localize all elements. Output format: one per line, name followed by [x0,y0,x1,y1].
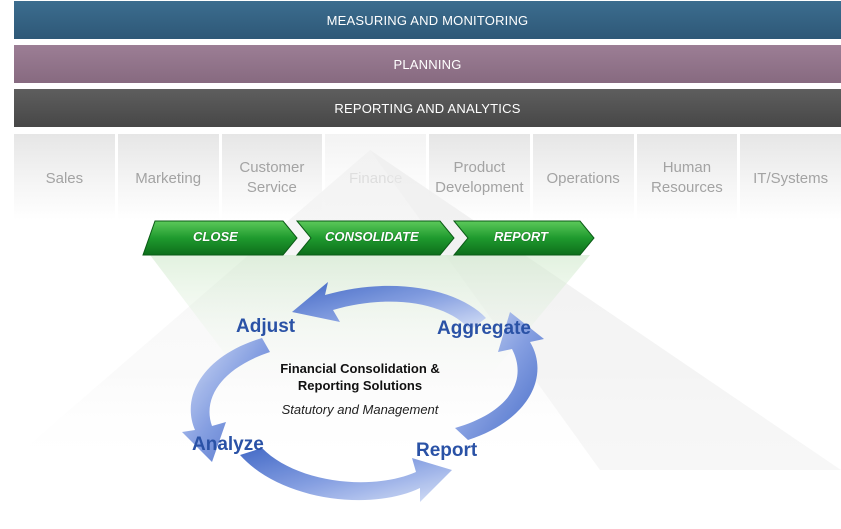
process-chevrons [142,220,595,256]
cycle-aggregate-label: Aggregate [437,318,531,339]
center-subtitle: Statutory and Management [281,402,439,417]
process-beam [150,255,590,400]
department-operations: Operations [532,134,634,220]
cycle-arrows [182,282,544,502]
arrow-bottom-icon [240,448,452,502]
cycle-report-label: Report [416,440,478,461]
department-product-development: Product Development [429,134,530,220]
center-title: Financial Consolidation & Reporting Solu… [280,361,440,393]
band-reporting-analytics: REPORTING AND ANALYTICS [14,89,841,127]
band-measuring-monitoring: MEASURING AND MONITORING [14,1,841,39]
step-report-label: REPORT [494,229,548,244]
step-report-shape [452,220,595,256]
step-close-shape [142,220,298,256]
step-consolidate-shape [295,220,455,256]
department-marketing: Marketing [117,134,219,220]
step-consolidate-label: CONSOLIDATE [325,229,419,244]
cycle-analyze-label: Analyze [192,434,264,455]
arrow-top-icon [292,282,486,330]
department-it-systems: IT/Systems [740,134,841,220]
cycle-adjust-label: Adjust [236,316,296,337]
department-human-resources: Human Resources [636,134,738,220]
department-sales: Sales [14,134,115,220]
band-planning: PLANNING [14,45,841,83]
arrow-left-icon [182,338,270,462]
step-close-label: CLOSE [193,229,238,244]
department-customer-service: Customer Service [221,134,323,220]
arrow-right-icon [455,312,544,440]
